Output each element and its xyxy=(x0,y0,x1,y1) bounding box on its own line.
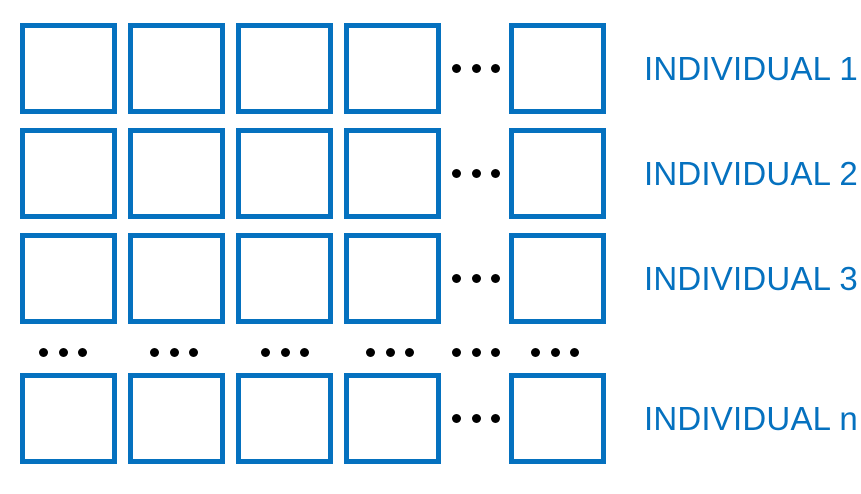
cell-r2-c5 xyxy=(509,128,606,219)
cell-r1-c2 xyxy=(128,23,225,114)
dots-col-3 xyxy=(261,341,309,363)
cell-r3-c4 xyxy=(344,233,441,324)
diagram-row: INDIVIDUAL 3 xyxy=(0,233,861,324)
cell-r1-c3 xyxy=(236,23,333,114)
ellipsis-dot-icon xyxy=(169,347,179,357)
ellipsis-dot-icon xyxy=(471,64,481,73)
cell-r1-c1 xyxy=(20,23,117,114)
cell-rn-c2 xyxy=(128,373,225,464)
dots-col-2 xyxy=(150,341,198,363)
cell-r1-c5 xyxy=(509,23,606,114)
dots-col-1 xyxy=(39,341,87,363)
ellipsis-dot-icon xyxy=(471,274,481,283)
ellipsis-dot-icon xyxy=(58,347,68,357)
cell-r2-c3 xyxy=(236,128,333,219)
diagram-row: INDIVIDUAL 1 xyxy=(0,23,861,114)
ellipsis-dot-icon xyxy=(366,347,375,357)
dots-col-5 xyxy=(531,341,579,363)
ellipsis-dot-icon xyxy=(471,347,481,357)
dots-col-gap xyxy=(452,341,500,363)
ellipsis-dot-icon xyxy=(189,347,198,357)
ellipsis-dot-icon xyxy=(491,64,500,73)
ellipsis-dot-icon xyxy=(405,347,414,357)
row-ellipsis-2 xyxy=(452,128,500,219)
ellipsis-dot-icon xyxy=(491,347,500,357)
ellipsis-dot-icon xyxy=(471,169,481,178)
cell-r2-c1 xyxy=(20,128,117,219)
ellipsis-dot-icon xyxy=(452,169,461,178)
ellipsis-dot-icon xyxy=(491,414,500,423)
dots-col-4 xyxy=(366,341,414,363)
ellipsis-dot-icon xyxy=(491,169,500,178)
ellipsis-dot-icon xyxy=(550,347,560,357)
ellipsis-dot-icon xyxy=(471,414,481,423)
ellipsis-dot-icon xyxy=(39,347,48,357)
row-label: INDIVIDUAL 1 xyxy=(644,50,858,87)
ellipsis-dot-icon xyxy=(280,347,290,357)
ellipsis-dot-icon xyxy=(385,347,395,357)
cell-r3-c3 xyxy=(236,233,333,324)
cell-r3-c1 xyxy=(20,233,117,324)
ellipsis-dot-icon xyxy=(150,347,159,357)
cell-r3-c2 xyxy=(128,233,225,324)
diagram-row: INDIVIDUAL n xyxy=(0,373,861,464)
row-label: INDIVIDUAL 2 xyxy=(644,155,858,192)
ellipsis-dot-icon xyxy=(300,347,309,357)
row-ellipsis-1 xyxy=(452,23,500,114)
row-label: INDIVIDUAL 3 xyxy=(644,260,858,297)
ellipsis-dot-icon xyxy=(570,347,579,357)
cell-rn-c5 xyxy=(509,373,606,464)
ellipsis-dot-icon xyxy=(452,64,461,73)
cell-rn-c4 xyxy=(344,373,441,464)
row-ellipsis-4 xyxy=(452,373,500,464)
ellipsis-dot-icon xyxy=(452,347,461,357)
ellipsis-dot-icon xyxy=(452,414,461,423)
ellipsis-dot-icon xyxy=(78,347,87,357)
cell-r2-c4 xyxy=(344,128,441,219)
cell-r2-c2 xyxy=(128,128,225,219)
vertical-continuation-dots-band xyxy=(0,341,861,363)
cell-r1-c4 xyxy=(344,23,441,114)
cell-rn-c3 xyxy=(236,373,333,464)
ellipsis-dot-icon xyxy=(491,274,500,283)
row-ellipsis-3 xyxy=(452,233,500,324)
diagram-row: INDIVIDUAL 2 xyxy=(0,128,861,219)
ellipsis-dot-icon xyxy=(452,274,461,283)
cell-rn-c1 xyxy=(20,373,117,464)
row-label: INDIVIDUAL n xyxy=(644,400,858,437)
ellipsis-dot-icon xyxy=(531,347,540,357)
cell-r3-c5 xyxy=(509,233,606,324)
ellipsis-dot-icon xyxy=(261,347,270,357)
